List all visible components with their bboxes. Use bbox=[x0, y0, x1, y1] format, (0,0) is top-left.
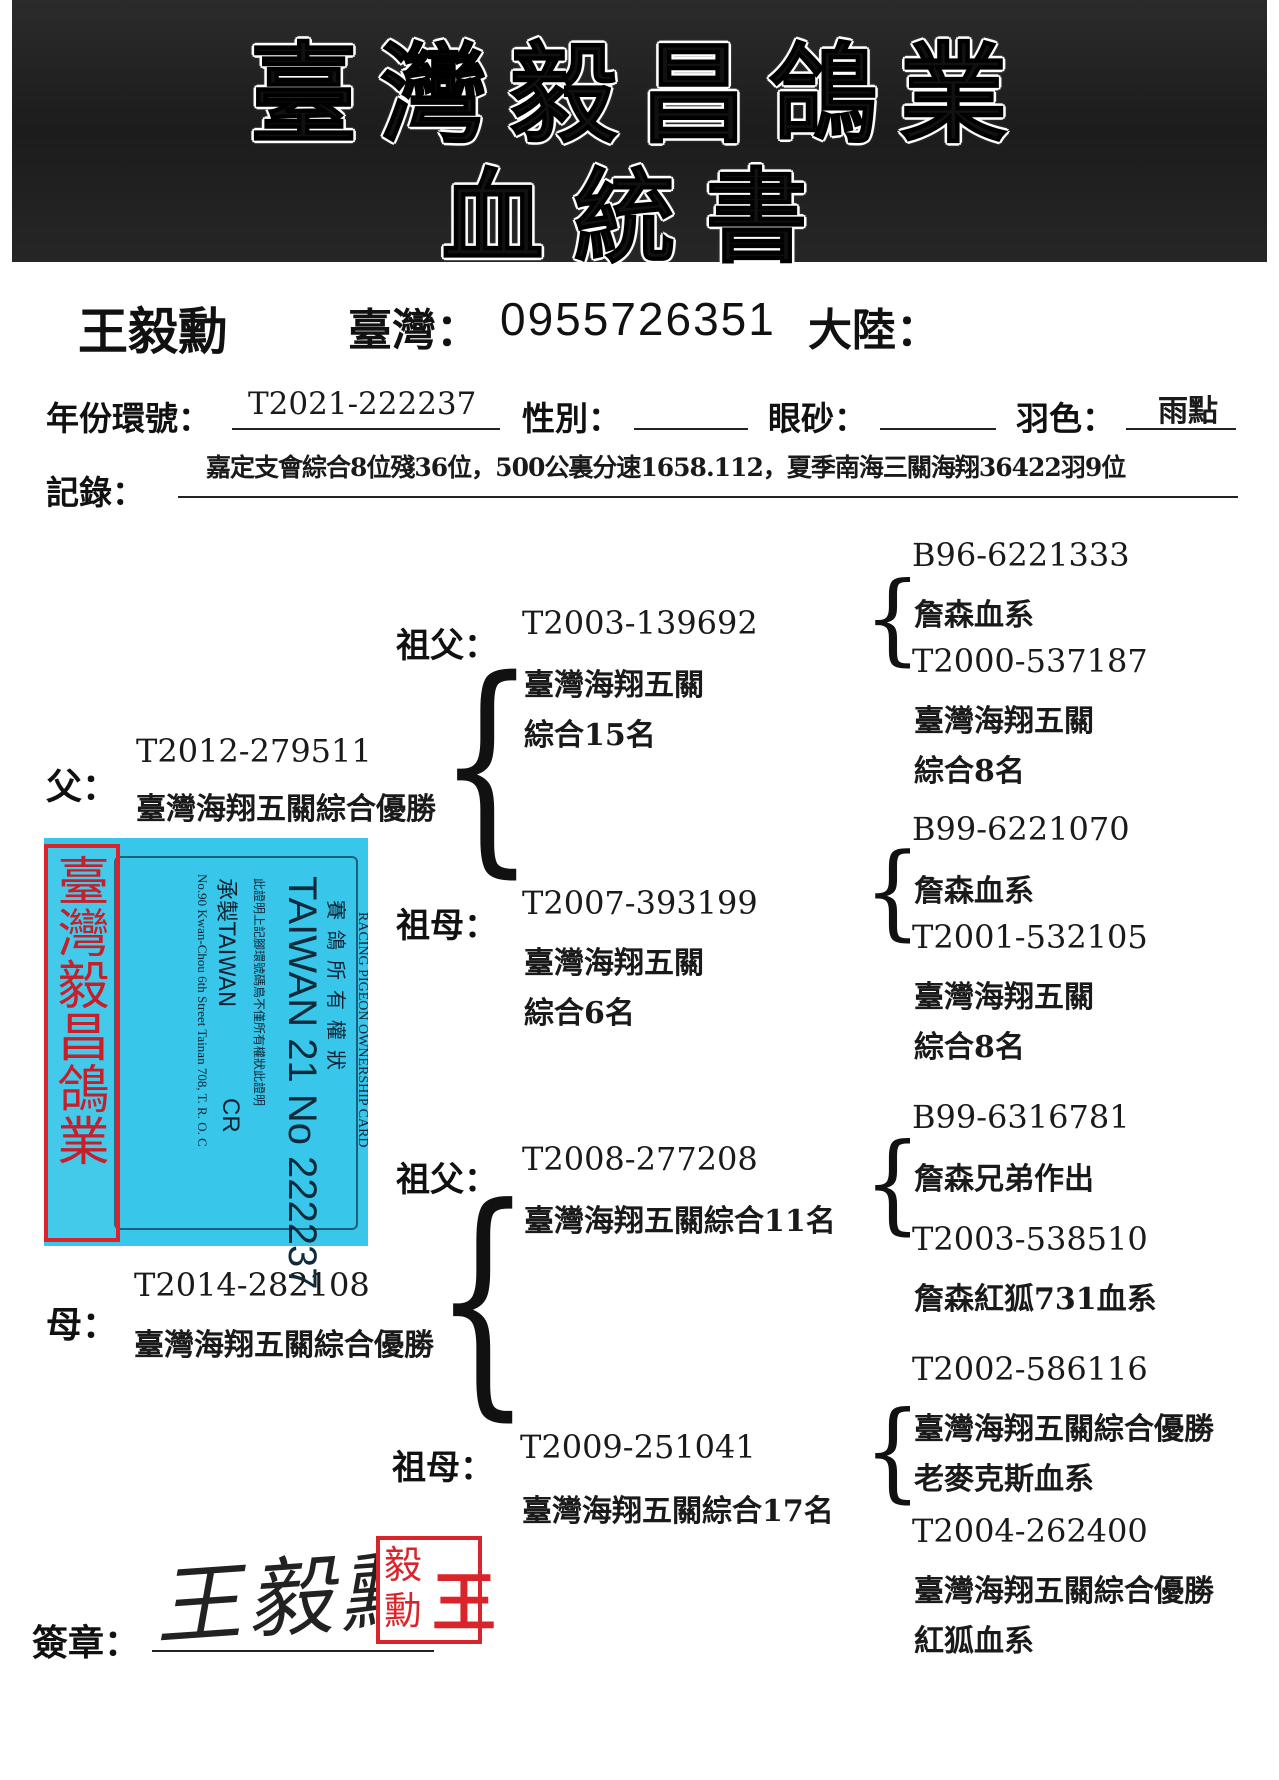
color-underline bbox=[1126, 428, 1236, 430]
color-value: 雨點 bbox=[1158, 394, 1218, 429]
father-label: 父： bbox=[46, 767, 119, 808]
taiwan-label: 臺灣： bbox=[348, 305, 480, 356]
father-ring: T2012-279511 bbox=[136, 732, 372, 770]
mother-brace: { bbox=[434, 1155, 532, 1443]
mother-note: 臺灣海翔五關綜合優勝 bbox=[134, 1328, 434, 1363]
gg7-ring: T2002-586116 bbox=[912, 1350, 1148, 1388]
mgm-note1: 臺灣海翔五關綜合17名 bbox=[522, 1494, 834, 1529]
mgf-ring: T2008-277208 bbox=[522, 1140, 758, 1178]
seal-right-text: 王 bbox=[432, 1566, 496, 1641]
sex-label: 性別： bbox=[522, 399, 621, 438]
ring-value: T2021-222237 bbox=[248, 386, 477, 422]
card-cr: CR bbox=[217, 1098, 244, 1133]
gg-brace-1: { bbox=[864, 561, 922, 677]
sex-underline bbox=[634, 428, 748, 430]
card-address: No.90 Kwan-Chou 6th Street Tainan 708, T… bbox=[195, 874, 210, 1147]
pgm-note2: 綜合6名 bbox=[524, 996, 635, 1031]
gg2-ring: T2000-537187 bbox=[912, 642, 1148, 680]
record-value: 嘉定支會綜合8位殘36位，500公裏分速1658.112，夏季南海三關海翔364… bbox=[206, 453, 1126, 482]
gg2-note1: 臺灣海翔五關 bbox=[914, 704, 1094, 739]
record-underline bbox=[178, 496, 1238, 498]
gg1-ring: B96-6221333 bbox=[912, 536, 1130, 574]
mother-ring: T2014-282108 bbox=[134, 1266, 370, 1304]
gg6-note: 詹森紅狐731血系 bbox=[914, 1282, 1157, 1317]
eye-underline bbox=[880, 428, 996, 430]
gg8-note2: 紅狐血系 bbox=[914, 1624, 1034, 1659]
gg5-note: 詹森兄弟作出 bbox=[914, 1162, 1094, 1197]
red-seal: 毅勳 王 bbox=[376, 1536, 496, 1644]
pgf-note2: 綜合15名 bbox=[524, 718, 656, 753]
eye-label: 眼砂： bbox=[768, 399, 867, 438]
mgm-label: 祖母： bbox=[392, 1448, 494, 1488]
pgf-ring: T2003-139692 bbox=[522, 604, 758, 642]
pgm-ring: T2007-393199 bbox=[522, 884, 758, 922]
signature-label: 簽章： bbox=[32, 1623, 141, 1664]
card-border bbox=[114, 856, 358, 1230]
pgf-note1: 臺灣海翔五關 bbox=[524, 668, 704, 703]
gg8-ring: T2004-262400 bbox=[912, 1512, 1148, 1550]
gg4-note1: 臺灣海翔五關 bbox=[914, 980, 1094, 1015]
gg3-ring: B99-6221070 bbox=[912, 810, 1130, 848]
card-note: 此證明上記腳環號碼鳥不僅所有權狀此證明 bbox=[252, 878, 266, 1107]
mgm-ring: T2009-251041 bbox=[520, 1428, 756, 1466]
seal-left-text: 毅勳 bbox=[384, 1543, 423, 1633]
gg6-ring: T2003-538510 bbox=[912, 1220, 1148, 1258]
father-note: 臺灣海翔五關綜合優勝 bbox=[136, 792, 436, 827]
gg5-ring: B99-6316781 bbox=[912, 1098, 1130, 1136]
mainland-label: 大陸： bbox=[808, 305, 940, 356]
ring-underline bbox=[232, 428, 500, 430]
gg4-note2: 綜合8名 bbox=[914, 1030, 1025, 1065]
gg7-note2: 老麥克斯血系 bbox=[914, 1462, 1094, 1497]
color-label: 羽色： bbox=[1016, 399, 1115, 438]
document-title: 血統書 bbox=[441, 159, 838, 279]
card-content: RACING PIGEON OWNERSHIP CARD 賽鴿所有權狀 TAIW… bbox=[120, 848, 370, 1290]
pgm-label: 祖母： bbox=[396, 906, 498, 946]
gg-brace-2: { bbox=[864, 830, 922, 952]
gg3-note: 詹森血系 bbox=[914, 874, 1034, 909]
red-stamp-text: 臺灣毅昌鴿業 bbox=[48, 854, 108, 1166]
taiwan-phone: 0955726351 bbox=[500, 293, 776, 345]
card-number: TAIWAN 21 No 222237 bbox=[280, 876, 324, 1290]
card-title-en: RACING PIGEON OWNERSHIP CARD bbox=[355, 912, 370, 1148]
ownership-card: RACING PIGEON OWNERSHIP CARD 賽鴿所有權狀 TAIW… bbox=[44, 838, 370, 1290]
gg1-note: 詹森血系 bbox=[914, 598, 1034, 633]
gg4-ring: T2001-532105 bbox=[912, 918, 1148, 956]
record-label: 記錄： bbox=[46, 473, 145, 512]
mgf-note1: 臺灣海翔五關綜合11名 bbox=[524, 1204, 836, 1239]
owner-name: 王毅勳 bbox=[78, 303, 228, 361]
pgf-label: 祖父： bbox=[396, 626, 498, 666]
gg7-note1: 臺灣海翔五關綜合優勝 bbox=[914, 1412, 1214, 1447]
gg8-note1: 臺灣海翔五關綜合優勝 bbox=[914, 1574, 1214, 1609]
signature-underline bbox=[152, 1650, 434, 1652]
gg2-note2: 綜合8名 bbox=[914, 754, 1025, 789]
red-stamp-box: 臺灣毅昌鴿業 bbox=[44, 844, 120, 1242]
father-brace: { bbox=[438, 631, 536, 899]
gg-brace-4: { bbox=[864, 1388, 922, 1515]
card-title-zh: 賽鴿所有權狀 bbox=[324, 900, 348, 1080]
card-maker: 承製TAIWAN bbox=[213, 878, 238, 1008]
company-title: 臺灣毅昌鴿業 bbox=[249, 33, 1030, 159]
header-banner: 臺灣毅昌鴿業 血統書 bbox=[12, 0, 1267, 279]
ring-label: 年份環號： bbox=[46, 399, 211, 438]
gg-brace-3: { bbox=[864, 1120, 922, 1247]
pgm-note1: 臺灣海翔五關 bbox=[524, 946, 704, 981]
mgf-label: 祖父： bbox=[396, 1160, 498, 1200]
mother-label: 母： bbox=[46, 1305, 119, 1346]
